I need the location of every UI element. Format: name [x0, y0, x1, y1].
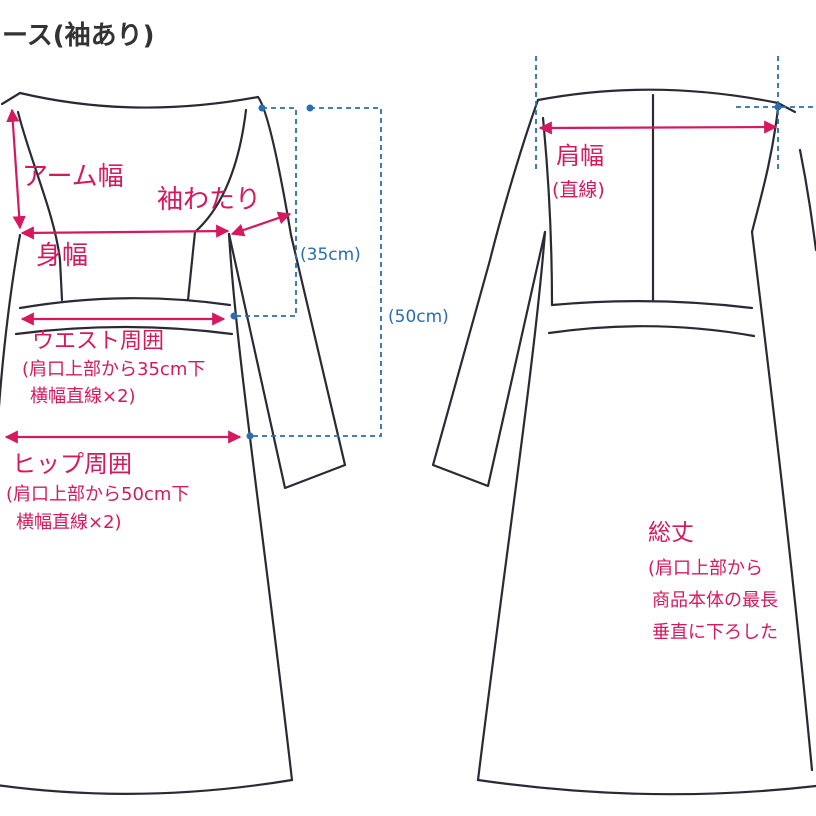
arm-width-arrow	[6, 108, 26, 230]
hip-note-2: 横幅直線×2)	[16, 512, 122, 533]
front-waist-seam-bottom	[14, 325, 234, 336]
total-length-label: 総丈	[648, 520, 694, 546]
front-guide-dots	[230, 104, 314, 440]
total-length-note-2: 商品本体の最長	[652, 590, 778, 611]
hip-label: ヒップ周囲	[12, 450, 132, 478]
back-left-sleeve	[431, 98, 547, 488]
back-right-shoulder	[776, 101, 797, 114]
total-length-note-1: (肩口上部から	[648, 558, 763, 579]
back-hem	[476, 778, 816, 796]
body-width-label: 身幅	[36, 241, 88, 271]
back-neckline	[536, 88, 780, 105]
shoulder-width-arrow	[538, 120, 778, 135]
length-guide-dot	[774, 103, 782, 111]
guide-35-line	[234, 107, 297, 317]
page-title: ース(袖あり)	[2, 20, 154, 51]
front-armhole-left	[16, 110, 64, 302]
guide-50-line	[250, 107, 382, 437]
sleeve-span-arrow	[230, 211, 292, 237]
back-armhole-left	[541, 116, 554, 307]
back-right-sleeve-edge	[798, 148, 816, 252]
body-width-arrow	[20, 224, 230, 240]
shoulder-width-note: (直線)	[552, 179, 605, 201]
guide-35-label: (35cm)	[300, 245, 361, 265]
front-left-side	[0, 233, 22, 408]
front-waist-seam-top	[18, 297, 232, 310]
front-guide-lines	[234, 107, 382, 437]
back-left-side	[476, 230, 547, 782]
front-left-shoulder	[0, 91, 22, 106]
back-dress	[431, 88, 816, 796]
front-right-side	[227, 232, 294, 782]
front-hem	[0, 778, 294, 795]
sleeve-span-label: 袖わたり	[157, 185, 261, 215]
back-waist-seam-top	[550, 300, 754, 310]
back-measure-lines	[538, 120, 778, 135]
total-length-note-3: 垂直に下ろした	[652, 622, 778, 643]
back-right-side	[750, 230, 814, 772]
front-dress	[0, 91, 347, 795]
waist-label: ウエスト周囲	[32, 329, 164, 354]
front-neckline	[18, 91, 260, 109]
waist-note-2: 横幅直線×2)	[30, 386, 136, 407]
front-measure-lines	[4, 108, 292, 444]
shoulder-width-label: 肩幅	[556, 142, 604, 170]
arm-width-label: アーム幅	[22, 162, 124, 192]
front-right-sleeve	[227, 95, 347, 490]
guide-50-label: (50cm)	[388, 307, 449, 327]
hip-note-1: (肩口上部から50cm下	[6, 484, 189, 505]
back-waist-seam-bottom	[547, 325, 756, 338]
waist-note-1: (肩口上部から35cm下	[22, 359, 205, 380]
